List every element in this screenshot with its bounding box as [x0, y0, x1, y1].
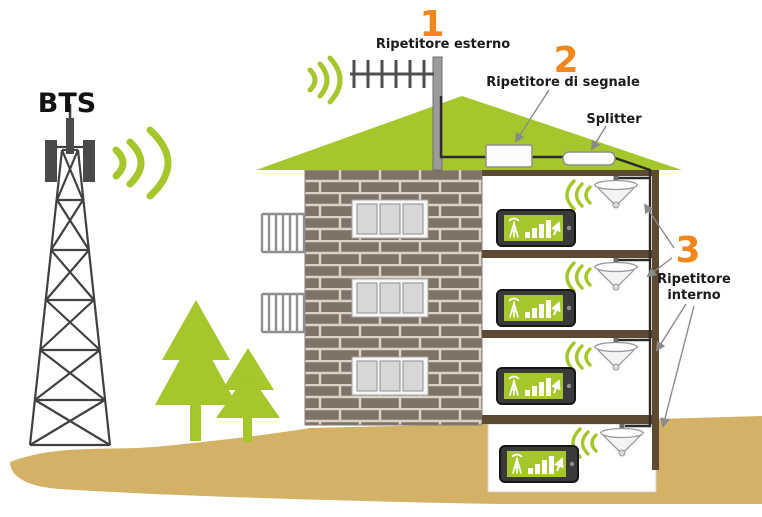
yagi-antenna-icon [350, 60, 434, 88]
cable-run [439, 96, 652, 428]
step1-label: Ripetitore esterno [376, 37, 510, 52]
antenna-panels [45, 118, 95, 182]
arrow-to-dome-2 [646, 257, 673, 278]
external-antenna [307, 55, 443, 171]
trees [155, 300, 280, 442]
tree-large [155, 300, 237, 441]
phone-floor-3 [497, 368, 575, 404]
arrow-to-repeater [514, 89, 550, 143]
phone-floor-2 [497, 290, 575, 326]
window-floor-2 [351, 278, 429, 318]
annotation-arrows [514, 89, 695, 428]
splitter-label: Splitter [586, 112, 642, 127]
step3-number: 3 [675, 230, 700, 271]
window-floor-3 [351, 356, 429, 396]
floor-slabs [482, 170, 659, 470]
step2-number: 2 [553, 40, 578, 81]
windows [351, 199, 429, 396]
arrow-to-dome-4 [660, 305, 695, 428]
bts-signal-waves-icon [112, 126, 172, 200]
window-floor-1 [351, 199, 429, 239]
right-wall [652, 170, 659, 470]
antenna-signal-waves-icon [307, 55, 343, 105]
step2-label: Ripetitore di segnale [486, 75, 640, 90]
signal-repeater-device [485, 144, 533, 168]
splitter-device [562, 151, 616, 166]
phone-basement [500, 446, 578, 482]
bts-tower [28, 104, 112, 447]
arrow-to-dome-1 [643, 203, 675, 249]
phone-floor-1 [497, 210, 575, 246]
arrow-to-splitter [590, 125, 607, 151]
tree-small [216, 348, 280, 442]
bts-label: BTS [38, 88, 96, 119]
step3-label-line2: interno [667, 288, 720, 303]
step1-number: 1 [419, 4, 444, 45]
step3-label-line1: Ripetitore [657, 272, 731, 287]
balcony-railings [260, 212, 306, 334]
arrow-to-dome-3 [655, 303, 687, 352]
